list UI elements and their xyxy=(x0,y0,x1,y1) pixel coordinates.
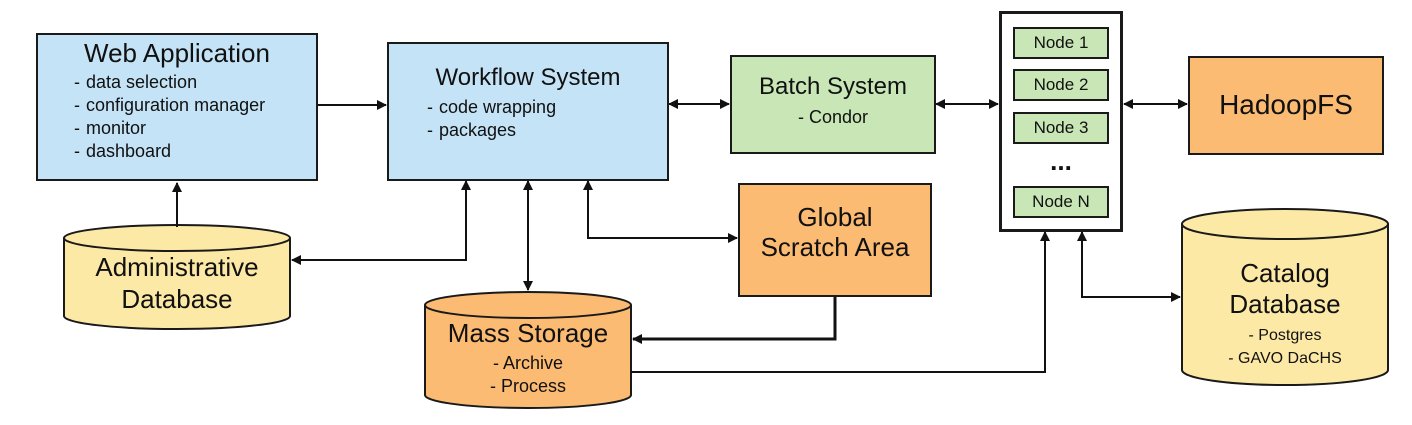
batch-system-item: - Condor xyxy=(797,106,869,127)
node-3: Node 3 xyxy=(1013,112,1109,144)
batch-system-title: Batch System xyxy=(758,73,908,100)
list-item: -packages xyxy=(427,119,517,140)
catalog-database-item-postgres: - Postgres xyxy=(1248,327,1322,344)
edge-scratch-massstorage xyxy=(632,297,837,344)
list-item: -configuration manager xyxy=(74,94,266,115)
global-scratch-area-box: Global Scratch Area xyxy=(738,183,932,297)
web-application-box: Web Application -data selection -configu… xyxy=(36,33,318,181)
mass-storage-cylinder xyxy=(424,291,632,409)
catalog-database-cylinder xyxy=(1181,208,1389,386)
edge-workflow-admindb xyxy=(291,180,471,265)
workflow-system-box: Workflow System -code wrapping -packages xyxy=(387,42,669,181)
administrative-database-line1: Administrative xyxy=(95,252,259,282)
node-n: Node N xyxy=(1013,186,1109,218)
node-1: Node 1 xyxy=(1013,27,1109,59)
edge-massstorage-nodes xyxy=(631,231,1050,373)
workflow-system-features: -code wrapping -packages xyxy=(427,96,667,142)
list-item: -monitor xyxy=(74,117,147,138)
administrative-database-line2: Database xyxy=(121,284,233,314)
edge-nodes-catalogdb xyxy=(1077,231,1181,302)
web-application-title: Web Application xyxy=(84,38,270,68)
list-item: -data selection xyxy=(74,71,198,92)
list-item: -code wrapping xyxy=(427,96,557,117)
catalog-database-item-dachs: - GAVO DaCHS xyxy=(1228,350,1342,367)
scratch-title-line2: Scratch Area xyxy=(760,231,910,262)
mass-storage-item-process: - Process xyxy=(489,376,567,396)
workflow-system-title: Workflow System xyxy=(435,64,621,91)
web-application-features: -data selection -configuration manager -… xyxy=(74,71,316,163)
node-2: Node 2 xyxy=(1013,69,1109,101)
catalog-database-line1: Catalog xyxy=(1240,258,1330,288)
mass-storage-title: Mass Storage xyxy=(447,318,609,348)
nodes-ellipsis: ... xyxy=(1050,146,1072,176)
catalog-database-line2: Database xyxy=(1229,289,1341,319)
hadoopfs-title: HadoopFS xyxy=(1219,89,1353,121)
edge-workflow-scratch xyxy=(583,180,738,243)
batch-system-box: Batch System - Condor xyxy=(730,55,936,154)
list-item: -dashboard xyxy=(74,140,172,161)
hadoopfs-box: HadoopFS xyxy=(1188,56,1384,155)
mass-storage-item-archive: - Archive xyxy=(492,353,564,373)
scratch-title-line1: Global xyxy=(797,202,873,232)
